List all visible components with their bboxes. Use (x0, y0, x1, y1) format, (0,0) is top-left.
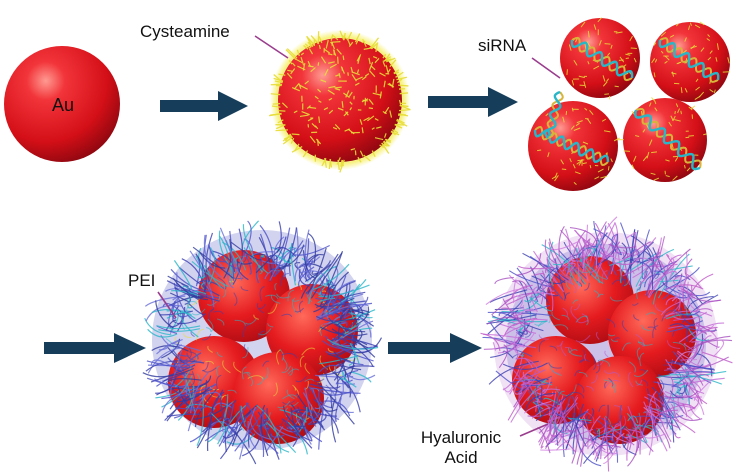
arrow-2 (428, 87, 518, 117)
pointer-cysteamine (254, 35, 289, 59)
label-pei: PEI (128, 271, 156, 290)
hyaluronic-acid-coated-cluster (480, 216, 733, 472)
sirna-particle-cluster (528, 17, 730, 191)
arrow-1 (160, 91, 248, 121)
label-au: Au (52, 95, 75, 115)
label-sirna: siRNA (478, 36, 527, 55)
label-hyaluronic-line1: Hyaluronic (420, 428, 502, 447)
pointer-hyaluronic-acid (519, 423, 549, 437)
pointer-sirna (531, 57, 561, 79)
gold-nanoparticle (4, 46, 120, 162)
pei-coated-cluster (142, 220, 383, 465)
pointer-pei (157, 291, 177, 319)
arrow-3 (44, 333, 146, 363)
label-cysteamine: Cysteamine (140, 22, 230, 41)
arrow-4 (388, 333, 482, 363)
cysteamine-coated-particle (269, 30, 411, 173)
label-hyaluronic-line2: Acid (444, 448, 478, 467)
